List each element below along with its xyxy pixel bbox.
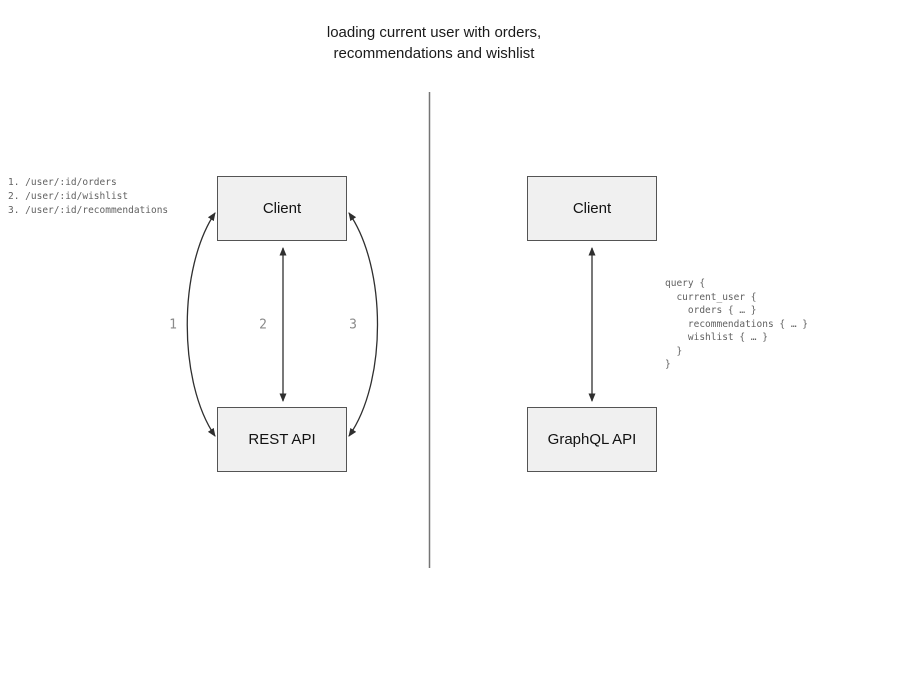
diagram-title: loading current user with orders, recomm… <box>326 24 542 62</box>
arrow-label-3: 3 <box>349 317 357 333</box>
graphql-client-box: Client <box>527 176 657 241</box>
arrow-label-1: 1 <box>169 317 177 333</box>
rest-api-label: REST API <box>248 431 316 448</box>
rest-arrow-1-curved-left <box>186 212 216 437</box>
rest-api-box: REST API <box>217 407 347 472</box>
arrow-label-2: 2 <box>259 317 267 333</box>
rest-client-box: Client <box>217 176 347 241</box>
graphql-client-label: Client <box>572 200 612 217</box>
rest-routes-list: 1. /user/:id/orders 2. /user/:id/wishlis… <box>8 177 169 216</box>
graphql-query-snippet: query { current_user { orders { … } reco… <box>665 278 808 370</box>
graphql-api-label: GraphQL API <box>547 431 637 448</box>
graphql-api-box: GraphQL API <box>527 407 657 472</box>
rest-client-label: Client <box>262 200 302 217</box>
